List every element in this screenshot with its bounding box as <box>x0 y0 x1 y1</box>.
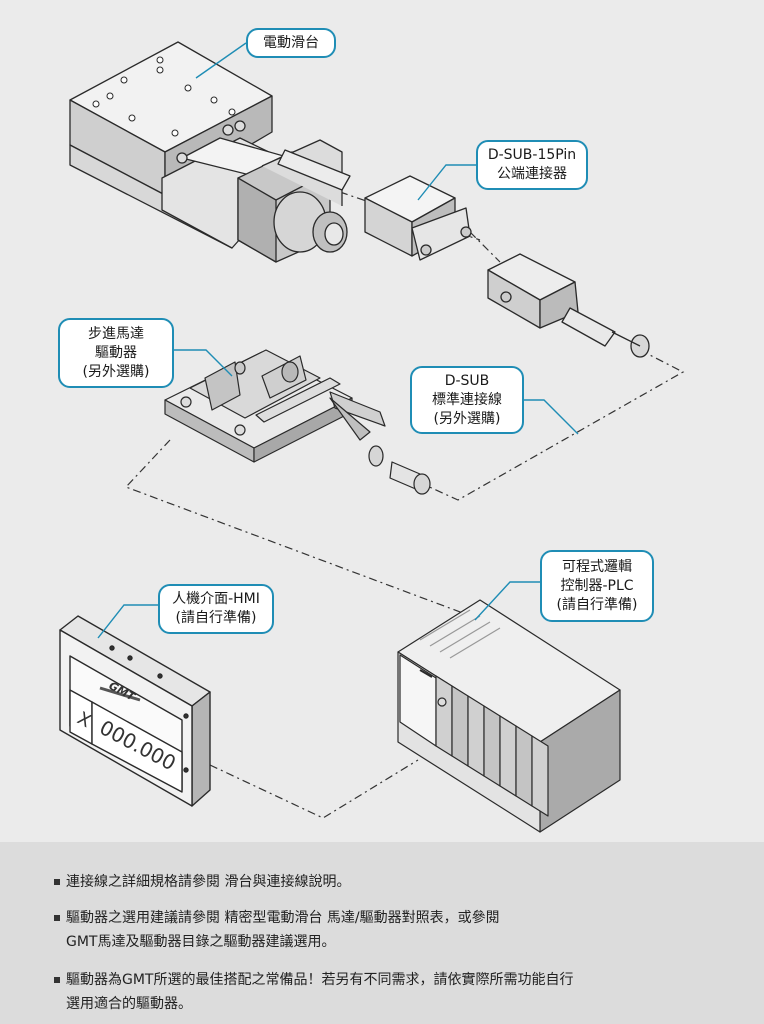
hmi-to-plc-line <box>209 759 419 819</box>
callout-line: (另外選購) <box>433 410 501 427</box>
driver-to-plc-line <box>124 439 536 641</box>
plc-unit <box>397 599 621 833</box>
note-line: 驅動器之選用建議請參閱 精密型電動滑台 馬達/驅動器對照表，或參閱 <box>66 910 500 926</box>
callout-stepper-driver: 步進馬達 驅動器 (另外選購) <box>58 318 174 388</box>
callout-line: (請自行準備) <box>175 610 257 626</box>
callout-plc: 可程式邏輯 控制器-PLC (請自行準備) <box>540 550 654 622</box>
callout-line: (請自行準備) <box>556 596 638 613</box>
callout-dsub-cable: D-SUB 標準連接線 (另外選購) <box>410 366 524 434</box>
callout-dsub-connector: D-SUB-15Pin 公端連接器 <box>476 140 588 190</box>
callout-line: D-SUB <box>444 372 490 389</box>
callout-line: 人機介面-HMI <box>172 591 260 607</box>
connection-diagram: X 000.000 GMT <box>58 28 685 833</box>
note-item: 連接線之詳細規格請參閱 滑台與連接線說明。 <box>54 870 350 894</box>
cable-loop-line <box>424 349 685 501</box>
plc-leader <box>474 581 540 621</box>
connector-to-plug-line <box>469 231 501 263</box>
callout-leaders <box>97 42 579 639</box>
note-line: 連接線之詳細規格請參閱 滑台與連接線說明。 <box>66 874 351 890</box>
callout-electric-slide: 電動滑台 <box>246 28 336 58</box>
note-line: GMT馬達及驅動器目錄之驅動器建議選用。 <box>66 934 336 950</box>
stepper-driver <box>164 349 431 495</box>
hmi-leader <box>97 604 158 639</box>
slide-leader <box>195 42 247 79</box>
callout-line: (另外選購) <box>82 363 150 380</box>
callout-line: 標準連接線 <box>432 391 502 408</box>
cable-leader <box>524 399 579 435</box>
bullet-icon <box>54 915 60 921</box>
bullet-icon <box>54 977 60 983</box>
dsub-cable-plug <box>487 253 650 358</box>
callout-hmi: 人機介面-HMI (請自行準備) <box>158 584 274 634</box>
callout-line: 公端連接器 <box>497 166 567 182</box>
hmi-panel <box>59 615 211 807</box>
callout-line: 控制器-PLC <box>560 577 634 594</box>
callout-line: 驅動器 <box>95 344 137 361</box>
bullet-icon <box>54 879 60 885</box>
dsub-male-connector <box>364 175 472 261</box>
callout-line: 步進馬達 <box>88 325 144 342</box>
connector-leader <box>417 164 476 201</box>
diagram-artwork: X 000.000 GMT <box>59 41 685 833</box>
note-line: 選用適合的驅動器。 <box>66 996 192 1012</box>
driver-leader <box>174 349 233 377</box>
callout-line: 可程式邏輯 <box>562 558 632 575</box>
note-item: 驅動器之選用建議請參閱 精密型電動滑台 馬達/驅動器對照表，或參閱 GMT馬達及… <box>54 906 500 954</box>
note-item: 驅動器為GMT所選的最佳搭配之常備品！若另有不同需求，請依實際所需功能自行 選用… <box>54 968 573 1016</box>
note-line: 驅動器為GMT所選的最佳搭配之常備品！若另有不同需求，請依實際所需功能自行 <box>66 972 574 988</box>
notes-panel: 連接線之詳細規格請參閱 滑台與連接線說明。 驅動器之選用建議請參閱 精密型電動滑… <box>0 842 764 1024</box>
electric-slide <box>69 41 351 263</box>
callout-line: 電動滑台 <box>263 34 319 51</box>
callout-line: D-SUB-15Pin <box>487 147 577 163</box>
